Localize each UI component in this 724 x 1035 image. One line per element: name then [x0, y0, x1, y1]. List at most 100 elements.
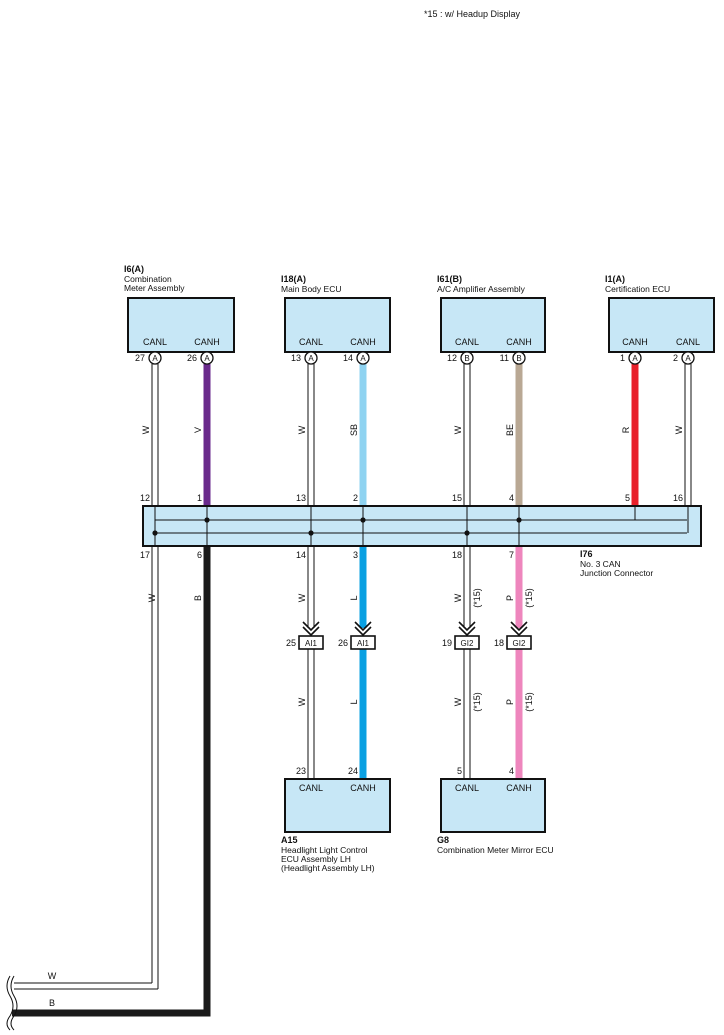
connector-letter-circle: [460, 351, 474, 365]
junction-pin-top: 15: [452, 493, 462, 503]
pin-number: 1: [620, 353, 625, 363]
pin-label: CANH: [506, 783, 532, 793]
wire-color-label: V: [193, 427, 203, 433]
junction-pin-top: 2: [353, 493, 358, 503]
pin-number: 12: [447, 353, 457, 363]
junction-splice-dot: [152, 530, 158, 536]
inline-connector-code: GI2: [461, 639, 474, 648]
wire-color-label: W: [674, 425, 684, 434]
a15-code: A15: [281, 835, 298, 845]
pin-number: 5: [457, 766, 462, 776]
pin-label: CANL: [455, 337, 479, 347]
inline-connector-code: AI1: [305, 639, 318, 648]
junction-pin-bottom: 7: [509, 550, 514, 560]
connector-letter: A: [360, 354, 366, 363]
connector-letter-circle: [681, 351, 695, 365]
wire-lower-L: [359, 649, 367, 781]
inline-connector-box: [506, 635, 532, 650]
wire-upper-BE: [515, 364, 523, 508]
connector-letter-circle: [356, 351, 370, 365]
junction-box: [142, 505, 702, 547]
i6-name-line: Combination: [124, 274, 172, 284]
connector-letter-circle: [512, 351, 526, 365]
pin-number: 13: [291, 353, 301, 363]
wire-color-label: W: [453, 593, 463, 602]
connector-letter-circle: [200, 351, 214, 365]
wire-color-label: W: [141, 425, 151, 434]
a15-name-line: Headlight Light Control: [281, 845, 368, 855]
junction-pin-bottom: 3: [353, 550, 358, 560]
connector-chevron: [354, 626, 372, 637]
junction-pin-bottom: 18: [452, 550, 462, 560]
connector-letter: B: [516, 354, 521, 363]
connector-chevron: [354, 621, 372, 632]
i1-name-line: Certification ECU: [605, 284, 670, 294]
inline-connector-box: [350, 635, 376, 650]
inline-connector-box: [298, 635, 324, 650]
connector-letter-circle: [304, 351, 318, 365]
pin-label: CANL: [143, 337, 167, 347]
inline-connector-pin: 19: [442, 638, 452, 648]
option-label: (*15): [524, 588, 534, 608]
pin-number: 24: [348, 766, 358, 776]
a15-name-line: ECU Assembly LH: [281, 854, 351, 864]
pin-number: 11: [500, 353, 509, 363]
i6-name-line: Meter Assembly: [124, 283, 185, 293]
pin-number: 4: [509, 766, 514, 776]
junction-pin-top: 4: [509, 493, 514, 503]
junction-splice-dot: [308, 530, 314, 536]
i61-code: I61(B): [437, 274, 462, 284]
wire-lower-P: [515, 649, 523, 781]
wire-color-label: P: [505, 595, 515, 601]
junction-pin-top: 13: [296, 493, 306, 503]
wire-color-label: SB: [349, 424, 359, 436]
g8-box: [440, 778, 546, 833]
pin-label: CANH: [622, 337, 648, 347]
inline-connector-box: [454, 635, 480, 650]
pin-label: CANL: [676, 337, 700, 347]
pin-label: CANH: [350, 337, 376, 347]
junction-name-line: No. 3 CAN: [580, 559, 621, 569]
connector-chevron: [510, 626, 528, 637]
i61-name-line: A/C Amplifier Assembly: [437, 284, 526, 294]
wire-color-label: BE: [505, 424, 515, 436]
pin-label: CANL: [455, 783, 479, 793]
wire-color-label: W: [453, 425, 463, 434]
g8-code: G8: [437, 835, 449, 845]
break-symbol: [10, 975, 18, 1031]
i18-box: [284, 297, 391, 353]
junction-pin-bottom: 14: [296, 550, 306, 560]
wire-mid-P: [515, 546, 523, 628]
i6-box: [127, 297, 235, 353]
wire-layer: [12, 364, 692, 1017]
junction-code: I76: [580, 549, 593, 559]
wire-color-label: W: [297, 593, 307, 602]
connector-chevron: [458, 621, 476, 632]
connector-letter: A: [204, 354, 210, 363]
g8-name-line: Combination Meter Mirror ECU: [437, 845, 554, 855]
i18-code: I18(A): [281, 274, 306, 284]
junction-pin-top: 5: [625, 493, 630, 503]
junction-pin-top: 16: [673, 493, 683, 503]
wire-color-label: R: [621, 426, 631, 433]
wire-mid-L: [359, 546, 367, 628]
a15-name-line: (Headlight Assembly LH): [281, 863, 375, 873]
pin-label: CANL: [299, 337, 323, 347]
wire-color-label: B: [193, 595, 203, 601]
option-label: (*15): [472, 692, 482, 712]
i18-name-line: Main Body ECU: [281, 284, 341, 294]
junction-splice-dot: [360, 517, 366, 523]
junction-pin-bottom: 17: [140, 550, 150, 560]
inline-connector-pin: 26: [338, 638, 348, 648]
junction-pin-bottom: 6: [197, 550, 202, 560]
junction-splice-dot: [464, 530, 470, 536]
junction-pin-top: 12: [140, 493, 150, 503]
wire-color-label: W: [297, 425, 307, 434]
connector-chevron: [302, 626, 320, 637]
pin-number: 23: [296, 766, 306, 776]
pin-number: 27: [135, 353, 145, 363]
connector-chevron: [510, 621, 528, 632]
pin-label: CANH: [506, 337, 532, 347]
pin-number: 26: [187, 353, 197, 363]
